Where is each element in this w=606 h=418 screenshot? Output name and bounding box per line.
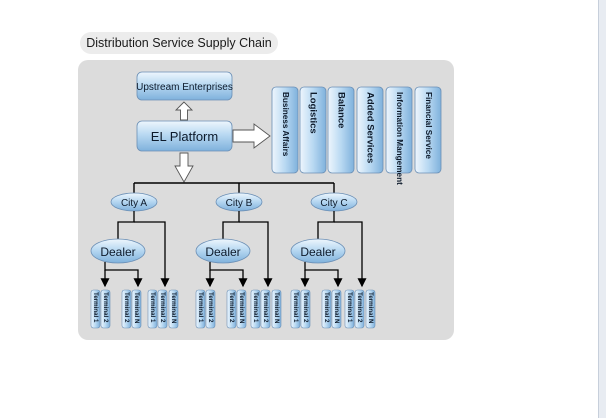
terminal-label: Terminal N	[238, 292, 245, 324]
terminal-label: Terminal N	[170, 292, 177, 324]
service-label: Business Affairs	[281, 92, 290, 157]
dealer-node	[195, 238, 251, 264]
platform-box	[136, 120, 233, 152]
terminal-label: Terminal 1	[149, 292, 156, 323]
service-column	[299, 86, 327, 174]
terminal-box	[121, 289, 132, 329]
service-label: Added Services	[364, 92, 375, 163]
service-label: Balance	[335, 92, 346, 128]
terminal-label: Terminal 1	[292, 292, 299, 323]
dealer-terminal-arrow	[209, 262, 248, 288]
terminal-box	[271, 289, 282, 329]
direct-terminal-arrow	[239, 221, 273, 288]
terminal-box	[331, 289, 342, 329]
service-label: Financial Service	[424, 92, 433, 159]
terminal-label: Terminal N	[273, 292, 280, 324]
terminal-box	[236, 289, 247, 329]
terminal-box	[168, 289, 179, 329]
arrow-down-icon	[174, 152, 194, 183]
terminal-label: Terminal 2	[123, 292, 130, 323]
terminal-label: Terminal 2	[262, 292, 269, 323]
dealer-node	[90, 238, 146, 264]
service-column	[356, 86, 384, 174]
terminal-label: Terminal 2	[207, 292, 214, 323]
dealer-node	[290, 238, 346, 264]
terminal-box	[100, 289, 111, 329]
terminal-box	[147, 289, 158, 329]
terminal-label: Terminal 1	[346, 292, 353, 323]
terminal-label: Terminal 1	[197, 292, 204, 323]
terminal-box	[344, 289, 355, 329]
terminal-box	[354, 289, 365, 329]
terminal-label: Terminal 1	[92, 292, 99, 323]
terminal-box	[300, 289, 311, 329]
service-column	[327, 86, 355, 174]
terminal-label: Terminal 2	[159, 292, 166, 323]
dealer-link-line	[317, 211, 335, 240]
terminal-box	[131, 289, 142, 329]
terminal-label: Terminal N	[333, 292, 340, 324]
terminal-box	[195, 289, 206, 329]
terminal-label: Terminal 1	[252, 292, 259, 323]
terminal-box	[157, 289, 168, 329]
service-label: Information Mangement	[395, 92, 404, 185]
diagram-title: Distribution Service Supply Chain	[80, 32, 278, 54]
terminal-label: Terminal 2	[356, 292, 363, 323]
terminal-label: Terminal 2	[323, 292, 330, 323]
dealer-label: Dealer	[205, 245, 240, 259]
direct-terminal-arrow	[334, 221, 367, 288]
city-label: City C	[320, 198, 347, 209]
terminal-label: Terminal N	[133, 292, 140, 324]
terminal-box	[260, 289, 271, 329]
terminal-box	[226, 289, 237, 329]
arrow-right-icon	[232, 123, 271, 149]
dealer-terminal-arrow	[104, 262, 143, 288]
city-label: City B	[226, 198, 253, 209]
direct-terminal-arrow	[134, 221, 170, 288]
terminal-box	[250, 289, 261, 329]
terminal-box	[321, 289, 332, 329]
upstream-label: Upstream Enterprises	[136, 82, 233, 93]
platform-label: EL Platform	[151, 129, 218, 144]
terminal-label: Terminal N	[367, 292, 374, 324]
terminal-box	[205, 289, 216, 329]
dealer-terminal-arrow	[304, 262, 343, 288]
dealer-link-line	[117, 211, 135, 240]
terminal-box	[90, 289, 101, 329]
terminal-label: Terminal 2	[302, 292, 309, 323]
window-edge-strip	[598, 0, 606, 418]
dealer-link-line	[222, 211, 240, 240]
upstream-box	[136, 71, 233, 101]
terminal-box	[365, 289, 376, 329]
service-column	[414, 86, 442, 174]
service-label: Logistics	[307, 92, 318, 134]
terminal-label: Terminal 2	[102, 292, 109, 323]
city-label: City A	[121, 198, 147, 209]
service-columns: Business Affairs Logistics Balance Added Se…	[271, 86, 442, 185]
dealer-label: Dealer	[300, 245, 335, 259]
arrow-up-icon	[174, 101, 194, 121]
service-column	[271, 86, 299, 174]
dealer-label: Dealer	[100, 245, 135, 259]
terminal-box	[290, 289, 301, 329]
service-column	[385, 86, 413, 174]
terminal-label: Terminal 2	[228, 292, 235, 323]
